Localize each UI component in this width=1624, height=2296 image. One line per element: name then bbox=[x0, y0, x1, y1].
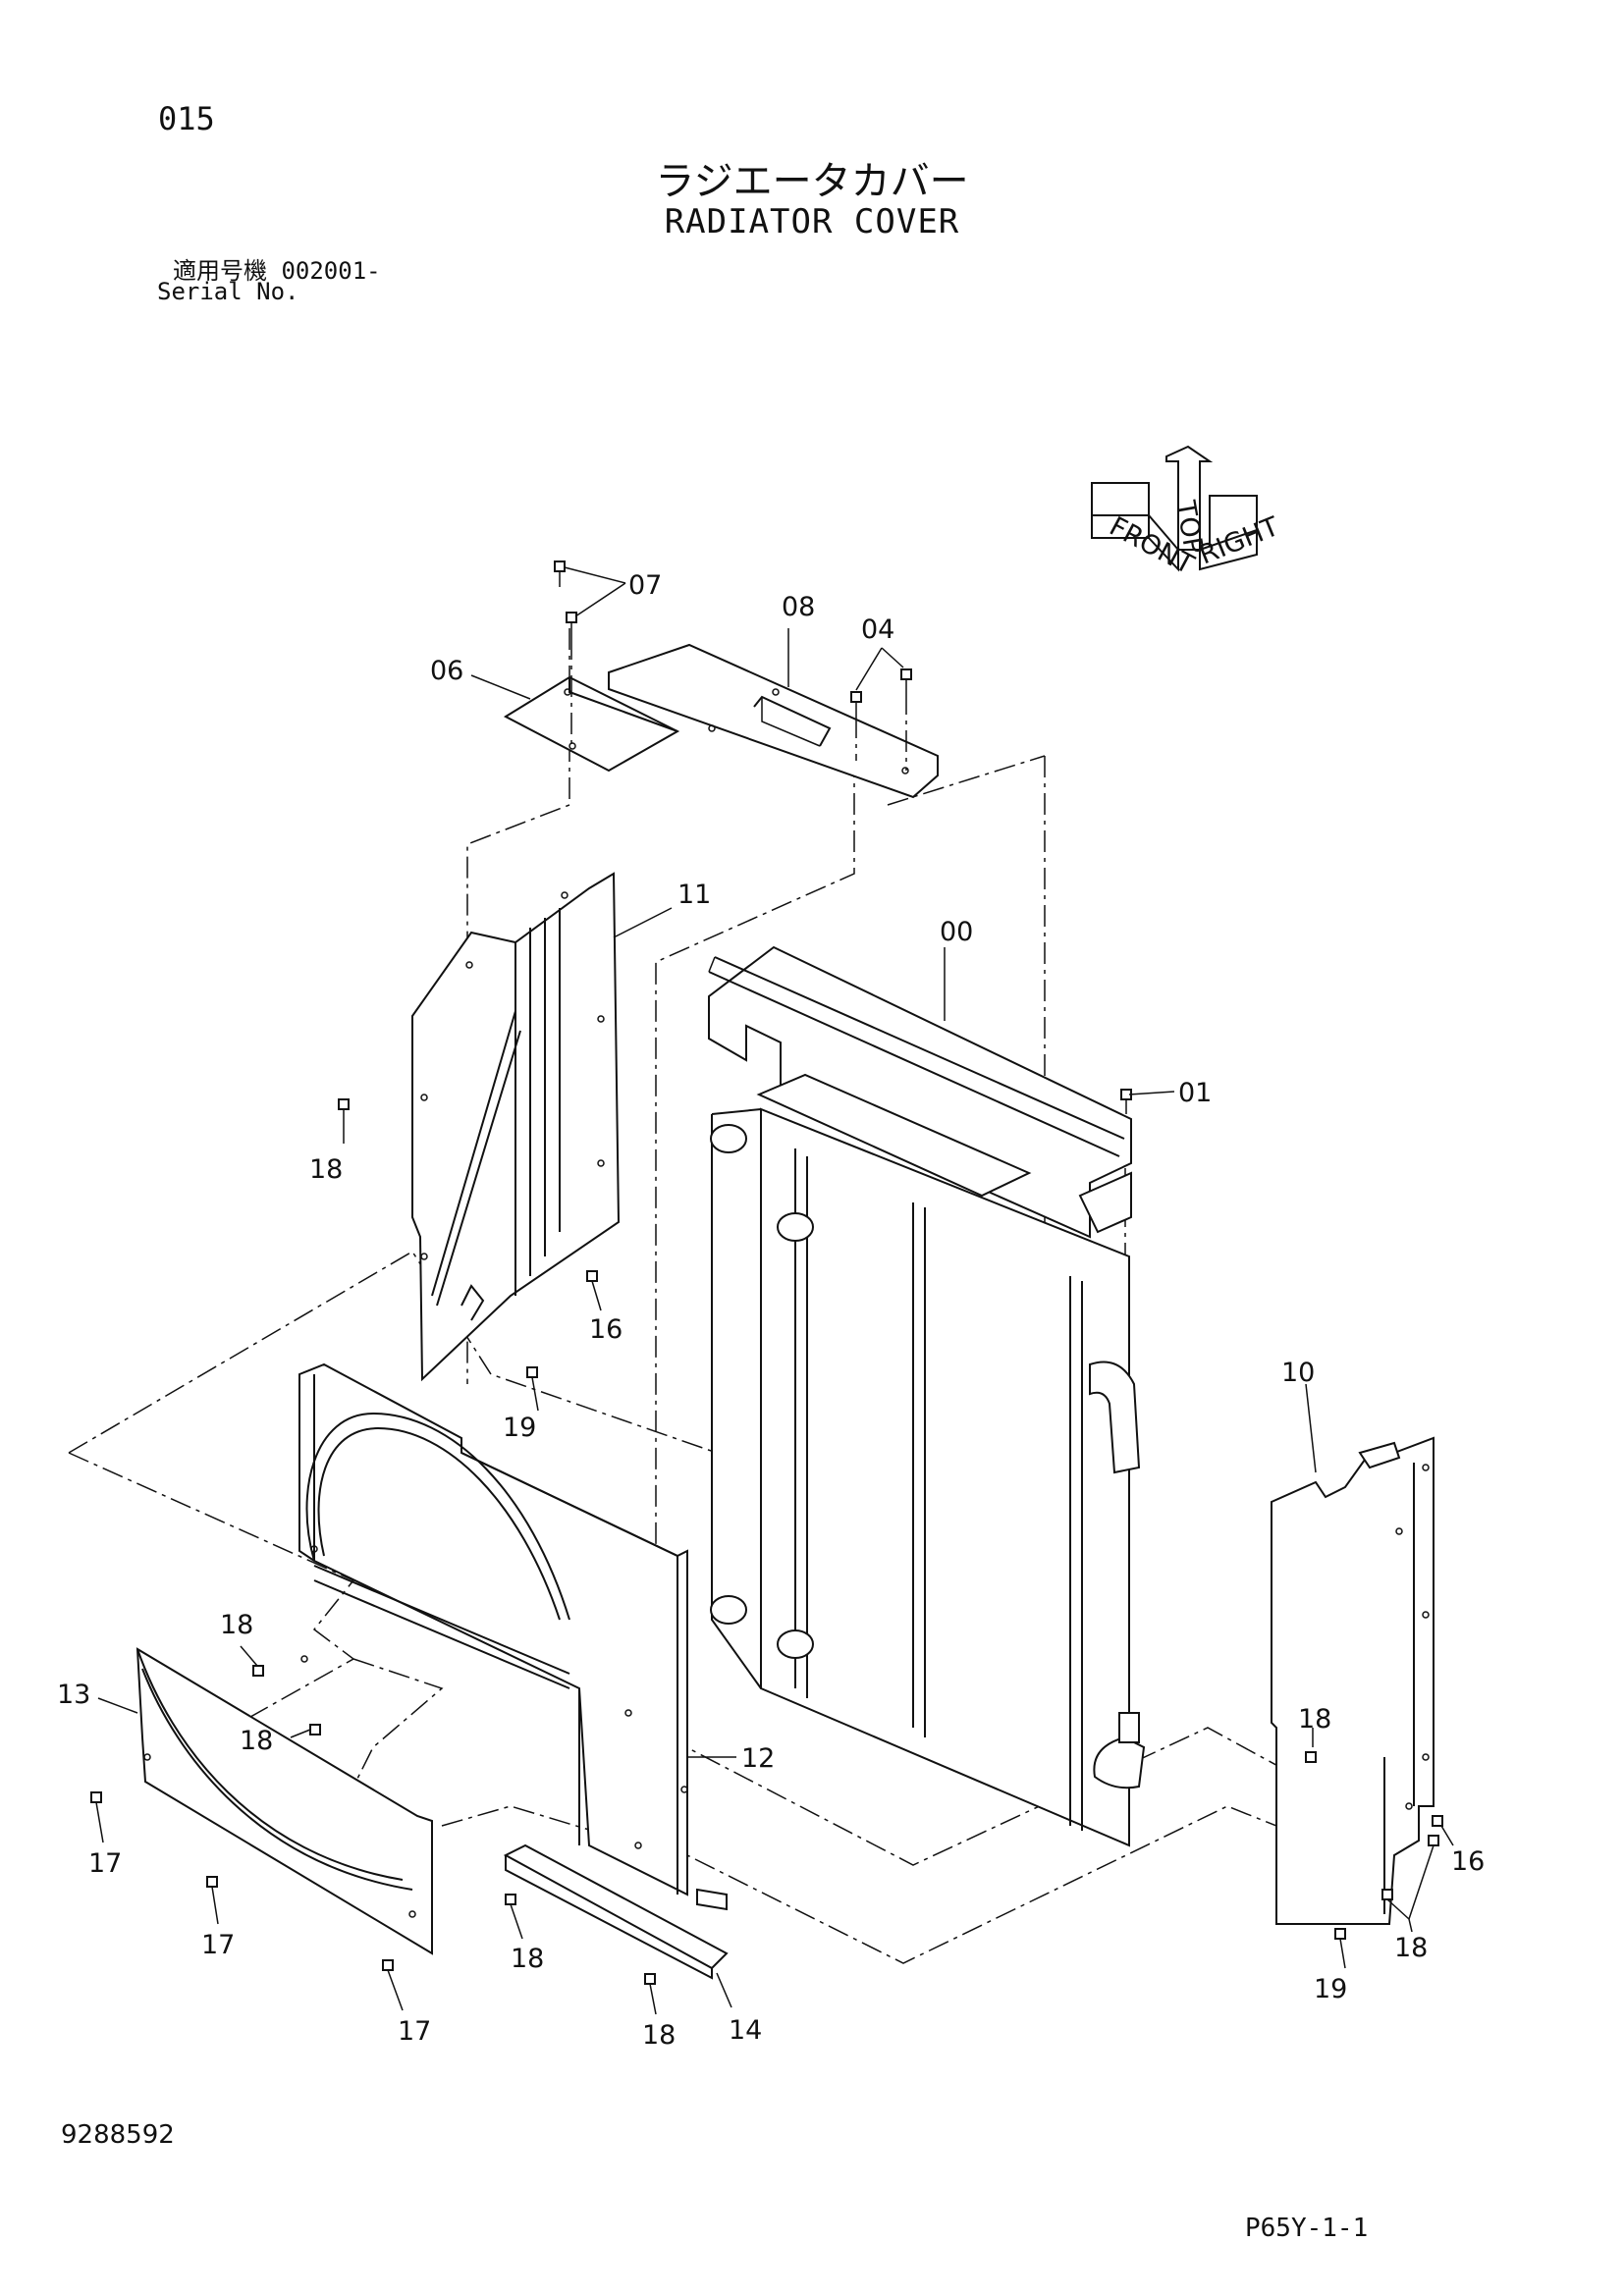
callout-18-strip-left: 18 bbox=[511, 1944, 544, 1974]
callout-19-lower: 19 bbox=[1314, 1974, 1347, 2004]
part-13-lower-shroud bbox=[135, 1647, 433, 1955]
callout-18-right-lower: 18 bbox=[1394, 1933, 1428, 1963]
bolts-07-04 bbox=[554, 561, 912, 771]
callout-17-bottom: 17 bbox=[398, 2016, 431, 2047]
callout-labels: 07 08 04 06 11 00 01 18 16 19 10 18 13 1… bbox=[57, 570, 1485, 2051]
page-code: P65Y-1-1 bbox=[1245, 2214, 1369, 2243]
leader-lines bbox=[95, 566, 1454, 2015]
part-06-plate bbox=[503, 675, 680, 773]
callout-17-left: 17 bbox=[88, 1848, 122, 1879]
callout-18-strip-right: 18 bbox=[642, 2020, 676, 2051]
callout-16-upper: 16 bbox=[589, 1314, 623, 1345]
part-12-fan-shroud bbox=[298, 1362, 728, 1911]
fasteners bbox=[90, 1098, 1443, 1985]
callout-00: 00 bbox=[940, 917, 973, 947]
callout-18-shroud-upper: 18 bbox=[220, 1610, 253, 1640]
callout-11: 11 bbox=[677, 880, 711, 910]
part-14-bottom-strip bbox=[503, 1843, 729, 1980]
page-title-japanese: ラジエータカバー bbox=[655, 159, 969, 204]
callout-16-lower: 16 bbox=[1451, 1846, 1485, 1877]
callout-12: 12 bbox=[741, 1743, 775, 1774]
callout-17-middle: 17 bbox=[201, 1930, 235, 1960]
orientation-indicator: TOP FRONT RIGHT bbox=[1091, 445, 1283, 581]
callout-18-upper-left: 18 bbox=[309, 1154, 343, 1185]
callout-10: 10 bbox=[1281, 1358, 1315, 1388]
part-00-radiator bbox=[708, 945, 1146, 1847]
page-number: 015 bbox=[158, 100, 215, 137]
callout-19-upper: 19 bbox=[503, 1413, 536, 1443]
page-title-english: RADIATOR COVER bbox=[664, 202, 960, 241]
callout-01: 01 bbox=[1178, 1078, 1212, 1108]
serial-label-english: Serial No. bbox=[157, 278, 299, 305]
serial-label-japanese: 適用号機 002001- bbox=[173, 257, 381, 285]
bolt-01 bbox=[1120, 1089, 1132, 1114]
callout-13: 13 bbox=[57, 1680, 90, 1710]
callout-04: 04 bbox=[861, 614, 894, 645]
callout-07: 07 bbox=[628, 570, 662, 601]
part-11-side-panel bbox=[411, 872, 621, 1382]
callout-18-right-panel: 18 bbox=[1298, 1704, 1331, 1735]
callout-06: 06 bbox=[430, 656, 463, 686]
callout-18-shroud-lower: 18 bbox=[240, 1726, 273, 1756]
part-10-right-panel bbox=[1271, 1436, 1435, 1925]
callout-14: 14 bbox=[729, 2015, 762, 2046]
document-code: 9288592 bbox=[61, 2120, 175, 2150]
callout-08: 08 bbox=[782, 592, 815, 622]
